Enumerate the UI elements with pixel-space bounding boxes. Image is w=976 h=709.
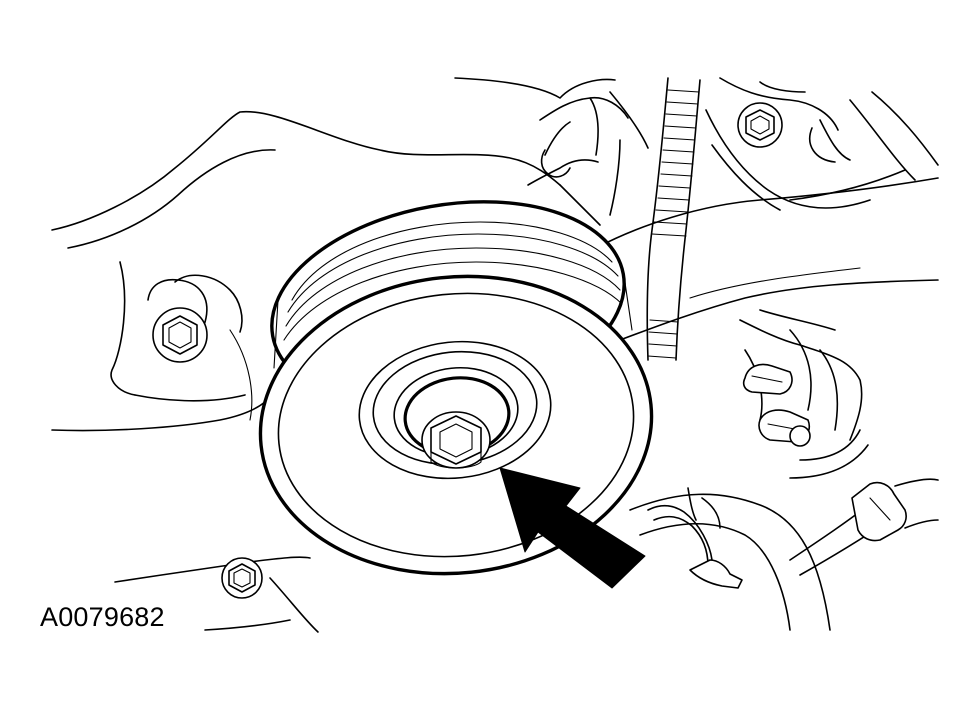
coolant-hose bbox=[595, 177, 939, 341]
hose-clamp bbox=[647, 487, 743, 589]
figure-reference-label: A0079682 bbox=[40, 602, 165, 632]
hydraulic-lines-right bbox=[739, 309, 869, 479]
upper-housing bbox=[454, 77, 839, 226]
engine-bracket-left bbox=[51, 110, 561, 432]
lower-housing-right bbox=[629, 493, 831, 631]
bracket-bolt-bottom-left bbox=[221, 557, 263, 599]
line-clip-upper bbox=[742, 363, 793, 395]
line-clip-lower bbox=[758, 409, 811, 447]
wiring-conduit bbox=[646, 77, 701, 361]
housing-bolt-top-right bbox=[737, 102, 783, 148]
bracket-bolt-left bbox=[152, 307, 208, 363]
hose-fitting-right bbox=[789, 478, 939, 576]
arrow-pointing-to-bolt bbox=[499, 467, 646, 589]
upper-right-lines bbox=[705, 91, 939, 211]
pulley-bolt bbox=[421, 411, 491, 469]
